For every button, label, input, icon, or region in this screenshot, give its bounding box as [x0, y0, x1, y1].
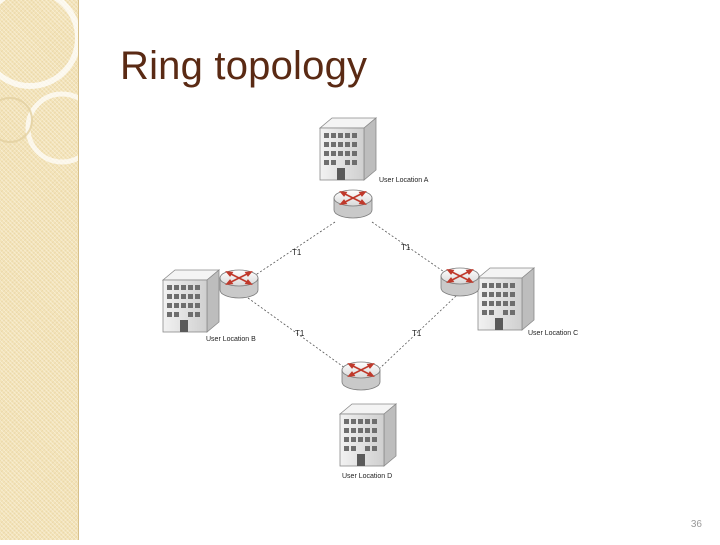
link-a-b — [247, 221, 336, 281]
node-label-a: User Location A — [379, 177, 429, 184]
page-number: 36 — [690, 519, 702, 530]
building-icon-a — [319, 117, 377, 181]
router-icon-a — [333, 189, 373, 219]
link-label-a-c: T1 — [401, 243, 411, 252]
node-label-d: User Location D — [342, 473, 392, 480]
building-icon-c — [477, 267, 535, 331]
link-a-c — [371, 221, 451, 277]
router-icon-d — [341, 361, 381, 391]
building-icon-b — [162, 269, 220, 333]
link-c-d — [379, 295, 457, 369]
node-label-b: User Location B — [206, 336, 256, 343]
building-icon-d — [339, 403, 397, 467]
link-label-b-d: T1 — [295, 329, 305, 338]
router-icon-c — [440, 267, 480, 297]
sidebar-divider — [78, 0, 79, 540]
slide-title: Ring topology — [120, 44, 368, 88]
link-label-c-d: T1 — [412, 329, 422, 338]
sidebar-decoration — [0, 0, 99, 540]
node-label-c: User Location C — [528, 330, 578, 337]
router-icon-b — [219, 269, 259, 299]
link-label-a-b: T1 — [292, 248, 302, 257]
